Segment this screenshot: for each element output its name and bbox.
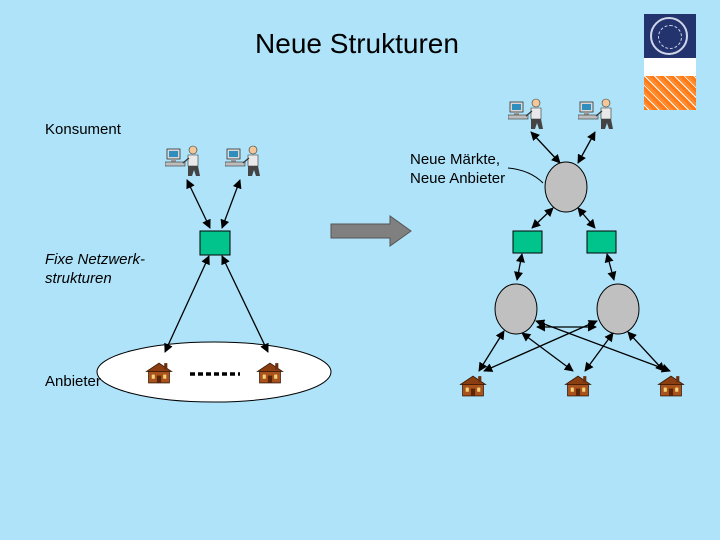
callout-line	[507, 167, 544, 184]
connector-line	[521, 332, 574, 372]
connector-line	[164, 255, 210, 353]
house-icon	[657, 375, 685, 397]
logo-texture	[644, 76, 696, 110]
house-icon	[459, 375, 487, 397]
pc-icon	[165, 145, 201, 177]
network-node	[199, 230, 231, 256]
network-node	[586, 230, 617, 254]
connector-line	[530, 131, 561, 164]
label-neue-anbieter: Neue Anbieter	[410, 170, 506, 187]
pc-icon	[508, 98, 544, 130]
left-consumer-pcs	[165, 145, 261, 177]
connector-line	[514, 253, 525, 281]
connector-line	[220, 179, 242, 229]
university-seal-icon	[650, 17, 688, 55]
right-consumer-pcs	[508, 98, 614, 130]
connector-line	[478, 330, 505, 372]
label-konsument: Konsument	[45, 121, 121, 138]
connector-line	[584, 332, 614, 372]
market-node-right	[596, 283, 640, 335]
connector-line	[577, 207, 596, 229]
label-fixe-line2: strukturen	[45, 270, 112, 287]
provider-ellipse	[96, 341, 332, 403]
connector-line	[221, 255, 269, 353]
university-logo	[644, 14, 696, 110]
house-icon	[564, 375, 592, 397]
label-anbieter: Anbieter	[45, 373, 101, 390]
connector-line	[577, 131, 596, 164]
pc-icon	[578, 98, 614, 130]
pc-icon	[225, 145, 261, 177]
connector-line	[483, 320, 598, 372]
transition-arrow	[330, 215, 412, 247]
label-neue-maerkte: Neue Märkte,	[410, 151, 501, 168]
network-node	[512, 230, 543, 254]
label-fixe-line1: Fixe Netzwerk-	[45, 251, 146, 268]
connector-line	[604, 253, 617, 281]
connector-line	[627, 331, 665, 372]
connector-line	[186, 179, 211, 229]
logo-seal-background	[644, 14, 696, 58]
market-node-left	[494, 283, 538, 335]
connector-line	[531, 207, 554, 229]
slide-title: Neue Strukturen	[255, 28, 459, 59]
market-node-top	[544, 161, 588, 213]
logo-wordmark-band	[644, 58, 696, 76]
